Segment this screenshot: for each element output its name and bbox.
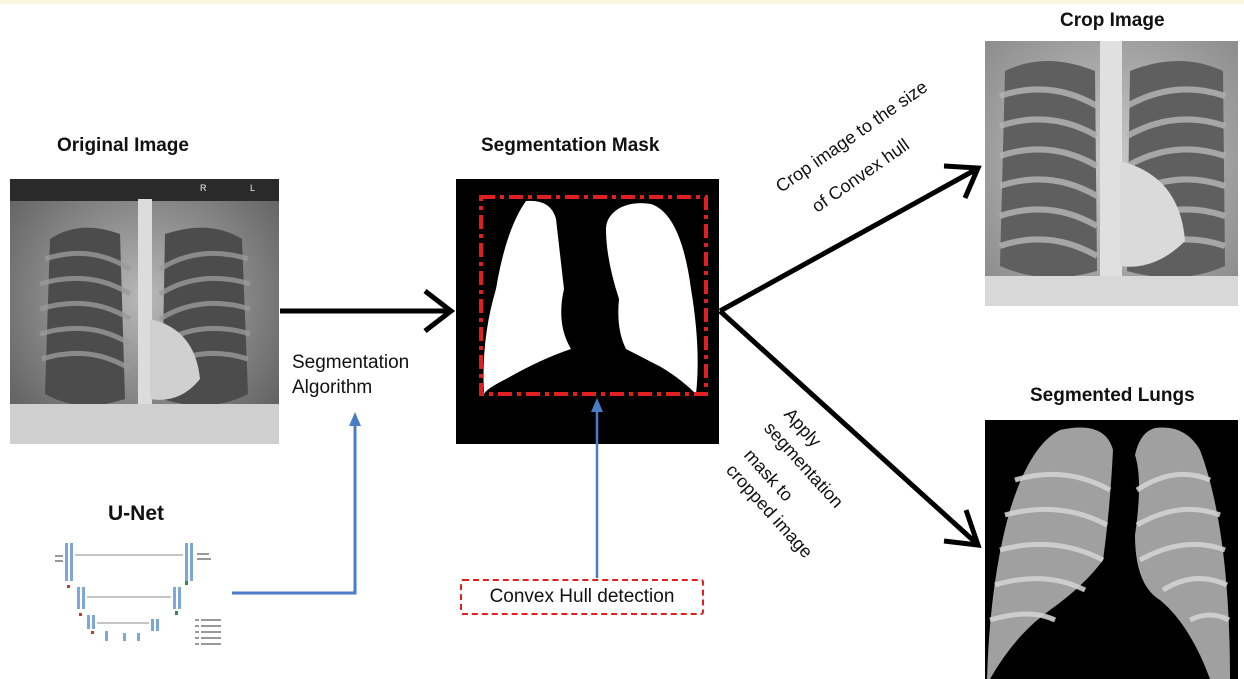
- arrow-original-to-mask: [280, 289, 456, 333]
- seg-algo-line1: Segmentation: [292, 352, 410, 373]
- segmentation-algorithm-label: Segmentation Algorithm: [292, 350, 409, 400]
- segmented-lungs-title: Segmented Lungs: [1030, 385, 1195, 406]
- arrow-unet-to-algorithm: [232, 412, 361, 595]
- xray-l-mark: L: [250, 183, 255, 193]
- convex-hull-detection-box: Convex Hull detection: [460, 579, 704, 615]
- arrow-mask-to-crop: [718, 163, 982, 314]
- xray-r-mark: R: [200, 183, 207, 193]
- segmented-lungs-image: [985, 420, 1238, 679]
- arrow-convex-to-mask: [591, 398, 603, 578]
- original-image-title: Original Image: [57, 135, 189, 156]
- crop-image-title: Crop Image: [1060, 10, 1165, 31]
- convex-hull-rectangle: [479, 195, 708, 396]
- unet-diagram: [55, 535, 230, 660]
- unet-title: U-Net: [108, 502, 164, 525]
- top-border: [0, 0, 1244, 4]
- crop-image: [985, 41, 1238, 306]
- original-xray-image: R L: [10, 179, 279, 444]
- arrow-mask-to-segmented: [718, 309, 982, 548]
- seg-algo-line2: Algorithm: [292, 377, 373, 398]
- segmentation-mask-image: [456, 179, 719, 444]
- segmentation-mask-title: Segmentation Mask: [481, 135, 660, 156]
